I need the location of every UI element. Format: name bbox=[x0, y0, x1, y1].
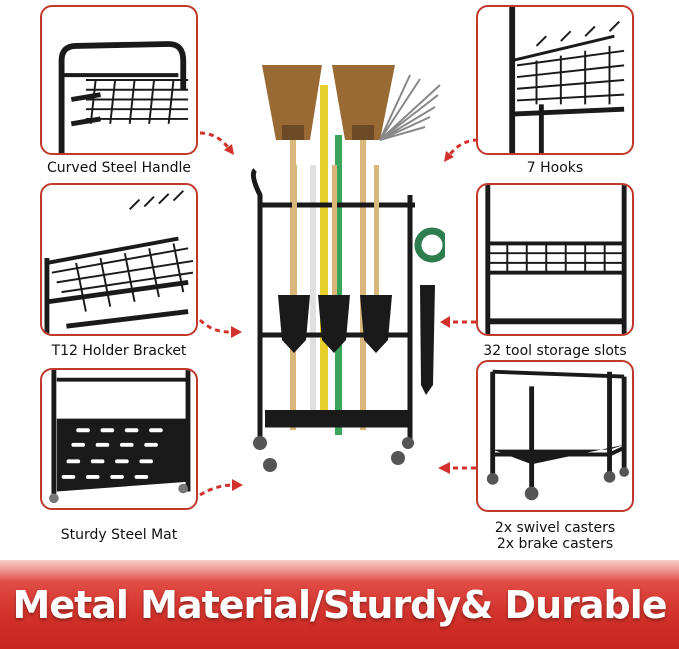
dashed-curved-arrow-icon bbox=[444, 138, 479, 162]
caption-casters-line1: 2x swivel casters bbox=[494, 520, 616, 536]
banner-headline: Metal Material/Sturdy& Durable bbox=[12, 582, 668, 627]
holder-bracket-closeup-image bbox=[44, 190, 194, 334]
feature-panel-mat bbox=[40, 368, 198, 510]
dashed-curved-arrow-icon bbox=[199, 479, 243, 497]
broom-illustration bbox=[262, 65, 395, 430]
rake-illustration bbox=[379, 74, 441, 141]
caption-mat: Sturdy Steel Mat bbox=[60, 527, 178, 543]
handle-closeup-image bbox=[58, 41, 189, 153]
dashed-curved-arrow-icon bbox=[438, 462, 476, 474]
steel-mat-closeup-image bbox=[49, 370, 191, 504]
casters-closeup-image bbox=[486, 369, 629, 501]
caption-holder: T12 Holder Bracket bbox=[51, 343, 187, 359]
caption-slots: 32 tool storage slots bbox=[483, 343, 627, 359]
hooks-closeup-image bbox=[509, 7, 625, 153]
feature-panel-holder bbox=[40, 183, 198, 336]
feature-panel-slots bbox=[476, 183, 634, 336]
tool-rack-product-image bbox=[250, 65, 445, 472]
feature-panel-hooks bbox=[476, 5, 634, 155]
caption-hooks: 7 Hooks bbox=[526, 160, 584, 176]
storage-slots-closeup-image bbox=[485, 185, 627, 334]
feature-panel-handle bbox=[40, 5, 198, 155]
dashed-curved-arrow-icon bbox=[440, 316, 476, 328]
dashed-curved-arrow-icon bbox=[198, 318, 242, 338]
caption-handle: Curved Steel Handle bbox=[47, 160, 191, 176]
dashed-curved-arrow-icon bbox=[199, 131, 234, 155]
feature-panel-casters bbox=[476, 360, 634, 512]
bottom-banner: Metal Material/Sturdy& Durable bbox=[0, 560, 679, 649]
caption-casters-line2: 2x brake casters bbox=[496, 536, 614, 552]
